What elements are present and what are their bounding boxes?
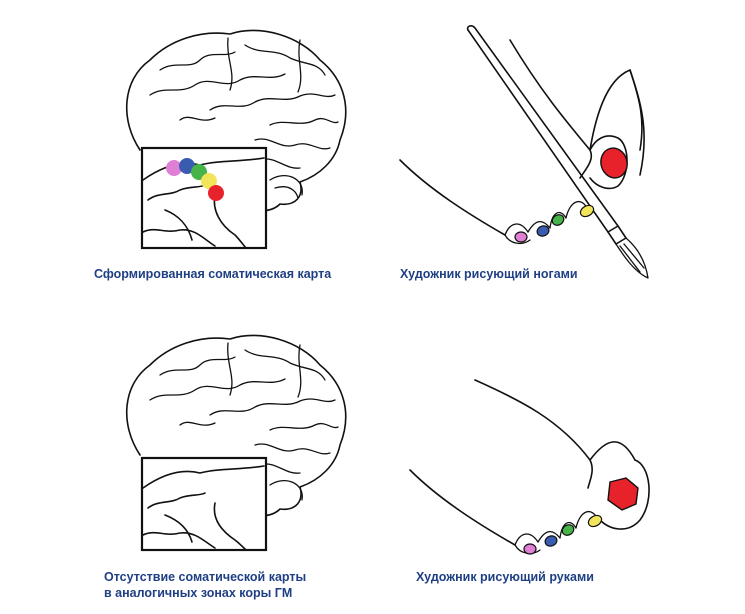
toenails bbox=[523, 477, 639, 555]
toenail-3 bbox=[551, 214, 565, 226]
toenail-4 bbox=[536, 225, 550, 237]
caption-no-somatic-map: Отсутствие соматической карты в аналогич… bbox=[104, 570, 307, 600]
foot-idle-panel: Художник рисующий руками bbox=[390, 320, 745, 614]
foot-illustration bbox=[409, 379, 650, 555]
caption-somatic-map: Сформированная соматическая карта bbox=[94, 267, 332, 281]
cortex-inset-box bbox=[140, 146, 268, 250]
map-dot-toe5 bbox=[166, 160, 182, 176]
brain-illustration bbox=[125, 29, 347, 250]
toenails bbox=[514, 147, 628, 243]
cortex-inset-box bbox=[140, 456, 268, 552]
toenail-big bbox=[607, 477, 639, 511]
toenail-2 bbox=[587, 514, 603, 528]
map-dot-toe2 bbox=[201, 173, 217, 189]
toenail-5 bbox=[523, 543, 537, 555]
toenail-big bbox=[600, 147, 628, 179]
brain-with-map-panel: Сформированная соматическая карта bbox=[0, 0, 390, 300]
brain-illustration bbox=[125, 334, 347, 552]
map-dot-toe1 bbox=[208, 185, 224, 201]
somatic-map-dots bbox=[166, 158, 224, 201]
toenail-4 bbox=[544, 535, 558, 547]
toenail-3 bbox=[561, 524, 575, 536]
paintbrush-icon bbox=[466, 25, 649, 279]
foot-with-brush-illustration bbox=[399, 25, 649, 279]
toenail-5 bbox=[514, 231, 528, 243]
caption-hand-painter: Художник рисующий руками bbox=[416, 570, 594, 584]
caption-foot-painter: Художник рисующий ногами bbox=[400, 267, 578, 281]
map-dot-toe4 bbox=[179, 158, 195, 174]
toenail-2 bbox=[579, 204, 595, 218]
foot-painting-panel: Художник рисующий ногами bbox=[390, 0, 745, 300]
brain-without-map-panel: Отсутствие соматической карты в аналогич… bbox=[0, 320, 390, 614]
